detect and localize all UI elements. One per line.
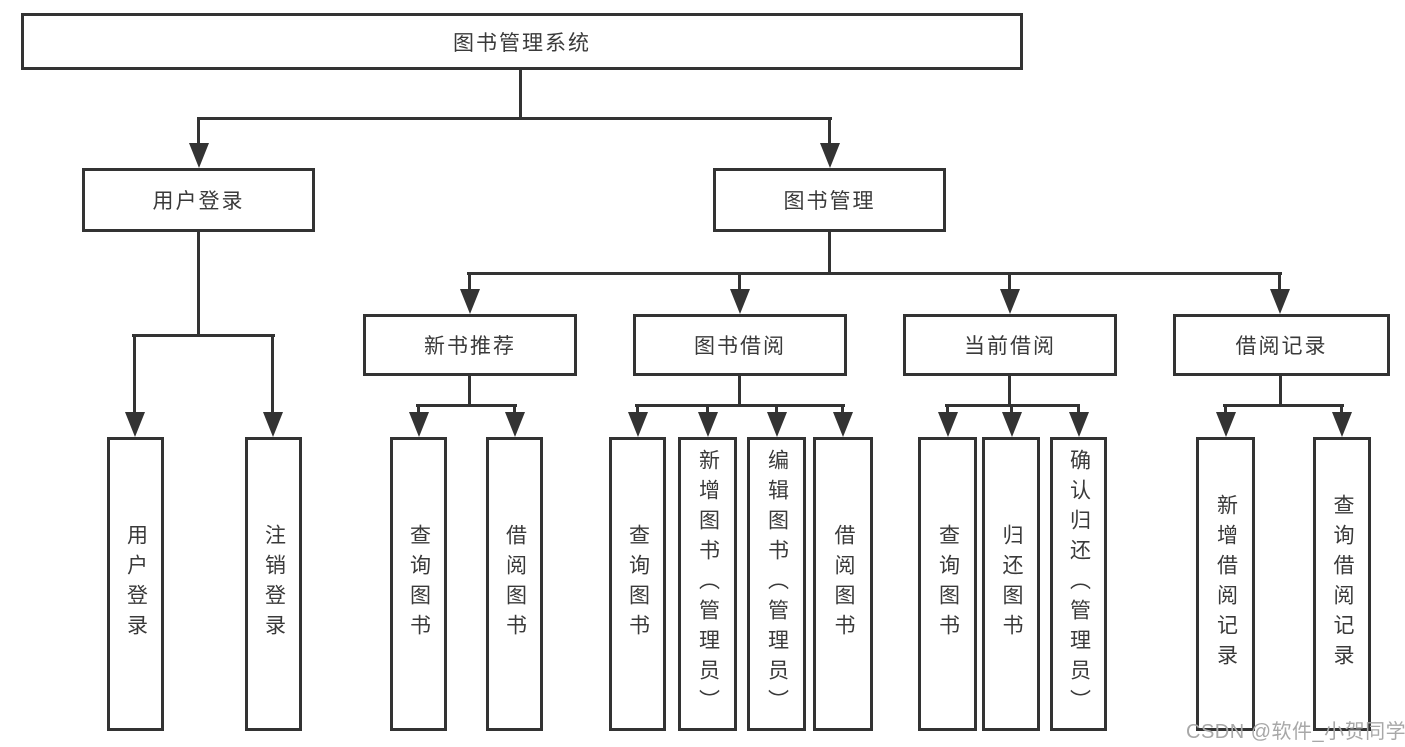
node-label: 图书借阅: [694, 335, 786, 358]
leaf-user-login: 用户登录: [107, 437, 164, 731]
arrow-down-icon: [1332, 412, 1352, 437]
leaf-borrow-books-recommend: 借阅图书: [486, 437, 543, 731]
arrow-down-icon: [125, 412, 145, 437]
node-label: 用户登录: [152, 190, 245, 213]
connector-line: [197, 232, 200, 336]
connector-line: [738, 272, 741, 292]
connector-line: [132, 334, 275, 337]
node-new-book-recommend: 新书推荐: [363, 314, 577, 376]
node-label: 当前借阅: [964, 335, 1056, 358]
connector-line: [1224, 404, 1227, 416]
connector-line: [1010, 404, 1013, 416]
leaf-label: 注销登录: [262, 524, 286, 644]
connector-line: [416, 404, 517, 407]
leaf-confirm-return-admin: 确认归还（管理员）: [1050, 437, 1107, 731]
leaf-label: 新增借阅记录: [1214, 494, 1238, 674]
arrow-down-icon: [1002, 412, 1022, 437]
arrow-down-icon: [938, 412, 958, 437]
arrow-down-icon: [1069, 412, 1089, 437]
node-label: 借阅记录: [1235, 335, 1328, 358]
arrow-down-icon: [263, 412, 283, 437]
arrow-down-icon: [460, 289, 480, 314]
arrow-down-icon: [1270, 289, 1290, 314]
connector-line: [271, 334, 274, 414]
connector-line: [1279, 376, 1282, 407]
arrow-down-icon: [409, 412, 429, 437]
arrow-down-icon: [1000, 289, 1020, 314]
connector-line: [828, 117, 831, 147]
connector-line: [828, 232, 831, 275]
connector-line: [636, 404, 639, 416]
leaf-query-borrow-record: 查询借阅记录: [1313, 437, 1371, 731]
leaf-query-books-current: 查询图书: [918, 437, 977, 731]
leaf-borrow-books-borrowing: 借阅图书: [813, 437, 873, 731]
node-label: 图书管理: [783, 190, 876, 213]
connector-line: [1278, 272, 1281, 292]
leaf-logout-login: 注销登录: [245, 437, 302, 731]
connector-line: [133, 334, 136, 414]
node-borrowing-records: 借阅记录: [1173, 314, 1390, 376]
node-label: 新书推荐: [424, 335, 516, 358]
leaf-edit-book-admin: 编辑图书（管理员）: [747, 437, 806, 731]
csdn-watermark: CSDN @软件_小贺同学: [1186, 721, 1405, 743]
connector-line: [1008, 272, 1011, 292]
leaf-add-borrow-record: 新增借阅记录: [1196, 437, 1255, 731]
leaf-label: 编辑图书（管理员）: [765, 449, 789, 719]
connector-line: [706, 404, 709, 416]
connector-line: [197, 117, 832, 120]
arrow-down-icon: [1216, 412, 1236, 437]
connector-line: [635, 404, 845, 407]
arrow-down-icon: [628, 412, 648, 437]
arrow-down-icon: [833, 412, 853, 437]
node-label: 图书管理系统: [453, 31, 591, 55]
arrow-down-icon: [189, 143, 209, 168]
node-user-login: 用户登录: [82, 168, 315, 232]
arrow-down-icon: [820, 143, 840, 168]
leaf-label: 查询借阅记录: [1331, 494, 1354, 674]
node-book-management: 图书管理: [713, 168, 946, 232]
leaf-query-books-borrowing: 查询图书: [609, 437, 666, 731]
leaf-query-books-recommend: 查询图书: [390, 437, 447, 731]
node-library-management-system: 图书管理系统: [21, 13, 1023, 70]
connector-line: [1223, 404, 1344, 407]
leaf-label: 查询图书: [626, 524, 650, 644]
connector-line: [468, 376, 471, 407]
connector-line: [1008, 376, 1011, 407]
arrow-down-icon: [698, 412, 718, 437]
leaf-label: 归还图书: [1000, 524, 1023, 644]
connector-line: [1340, 404, 1343, 416]
leaf-label: 查询图书: [936, 524, 960, 644]
leaf-label: 借阅图书: [503, 524, 527, 644]
leaf-label: 借阅图书: [832, 524, 855, 644]
connector-line: [417, 404, 420, 416]
connector-line: [467, 272, 1282, 275]
leaf-label: 查询图书: [407, 524, 431, 644]
connector-line: [1077, 404, 1080, 416]
leaf-label: 用户登录: [124, 524, 148, 644]
leaf-label: 新增图书（管理员）: [696, 449, 720, 719]
arrow-down-icon: [730, 289, 750, 314]
connector-line: [519, 70, 522, 120]
connector-line: [738, 376, 741, 407]
leaf-return-book: 归还图书: [982, 437, 1040, 731]
connector-line: [841, 404, 844, 416]
connector-line: [468, 272, 471, 292]
connector-line: [946, 404, 949, 416]
node-book-borrowing: 图书借阅: [633, 314, 847, 376]
node-current-borrowing: 当前借阅: [903, 314, 1117, 376]
leaf-add-book-admin: 新增图书（管理员）: [678, 437, 737, 731]
arrow-down-icon: [767, 412, 787, 437]
arrow-down-icon: [505, 412, 525, 437]
connector-line: [197, 117, 200, 147]
leaf-label: 确认归还（管理员）: [1067, 449, 1091, 719]
connector-line: [513, 404, 516, 416]
connector-line: [775, 404, 778, 416]
